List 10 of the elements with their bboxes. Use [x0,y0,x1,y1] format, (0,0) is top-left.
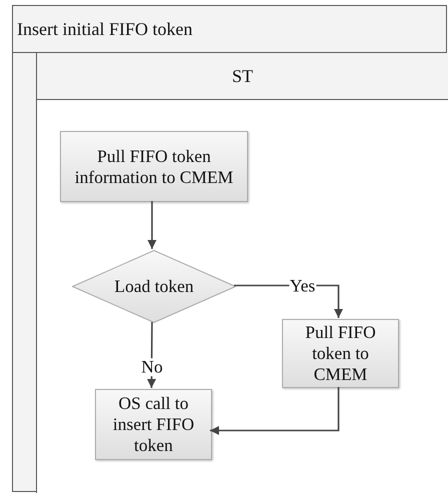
edge-label: No [140,358,164,376]
arrow [148,201,156,249]
process-box: Pull FIFO token to CMEM [282,319,399,388]
process-box: OS call to insert FIFO token [95,389,212,460]
swimlane [36,53,448,493]
arrow [210,387,340,435]
process-box: Pull FIFO token information to CMEM [60,131,248,202]
lane-title: ST [232,66,253,86]
pool-title: Insert initial FIFO token [17,18,192,40]
decision-text: Load token [114,276,194,297]
